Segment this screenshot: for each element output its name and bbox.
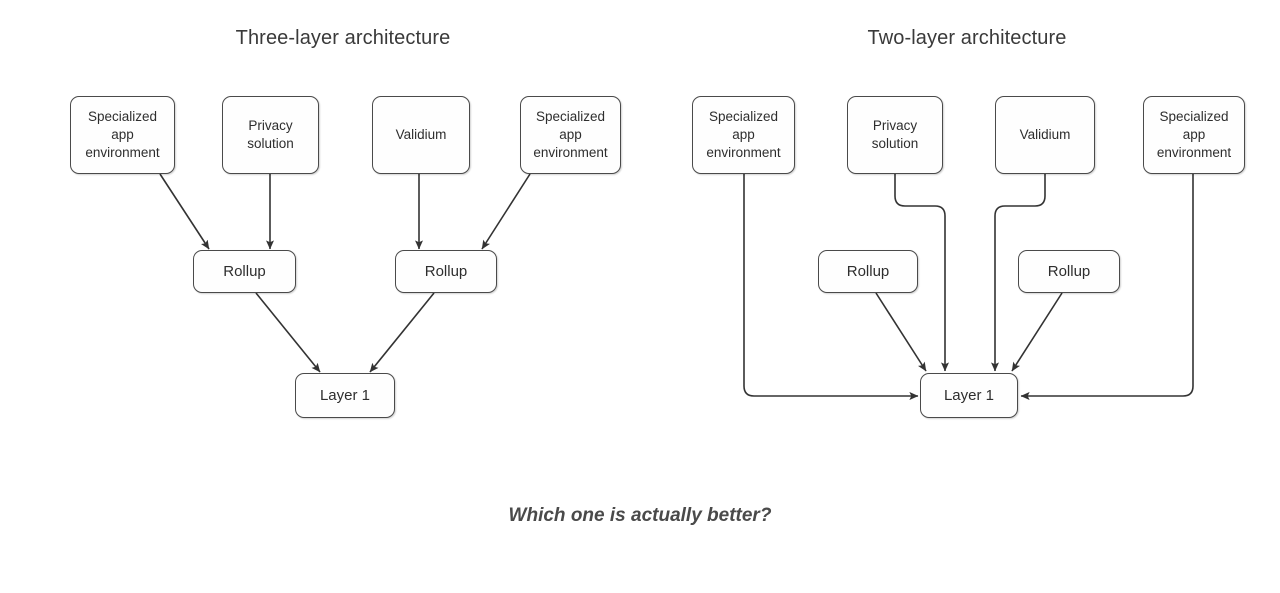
node-specialized-app-environment-3[interactable]: Specialized app environment [692, 96, 795, 174]
node-label-line2: app [732, 127, 755, 143]
node-label-line2: app [111, 127, 134, 143]
node-specialized-app-environment-2[interactable]: Specialized app environment [520, 96, 621, 174]
node-label: Rollup [846, 262, 890, 280]
node-validium-1[interactable]: Validium [372, 96, 470, 174]
node-rollup-left-2[interactable]: Rollup [818, 250, 918, 293]
node-specialized-app-environment-1[interactable]: Specialized app environment [70, 96, 175, 174]
node-rollup-right-1[interactable]: Rollup [395, 250, 497, 293]
edge-validium2-to-layer1 [991, 174, 1046, 372]
edge-rollup-right-to-layer1 [369, 292, 435, 373]
node-validium-2[interactable]: Validium [995, 96, 1095, 174]
node-label-line1: Specialized [87, 109, 158, 125]
node-layer1-three-layer[interactable]: Layer 1 [295, 373, 395, 418]
node-label: Rollup [424, 262, 468, 280]
node-label-line1: Specialized [708, 109, 779, 125]
node-label: Layer 1 [943, 386, 995, 404]
node-label-line2: app [559, 127, 582, 143]
edge-rollup-left2-to-layer1 [875, 292, 927, 372]
edge-sae4-to-layer1 [1020, 174, 1194, 400]
node-label-line1: Privacy [872, 118, 918, 134]
node-label: Rollup [223, 262, 266, 280]
node-privacy-solution-1[interactable]: Privacy solution [222, 96, 319, 174]
edge-rollup-left-to-layer1 [255, 292, 321, 373]
edge-sae3-to-layer1 [743, 174, 919, 400]
node-label: Rollup [1047, 262, 1091, 280]
node-label-line1: Validium [1019, 127, 1071, 143]
node-privacy-solution-2[interactable]: Privacy solution [847, 96, 943, 174]
node-layer1-two-layer[interactable]: Layer 1 [920, 373, 1018, 418]
node-label-line3: environment [85, 144, 160, 160]
panel-title-two-layer: Two-layer architecture [867, 27, 1067, 49]
node-rollup-left-1[interactable]: Rollup [193, 250, 296, 293]
node-label-line1: Specialized [1159, 109, 1229, 125]
node-label-line3: environment [1156, 144, 1232, 160]
panel-title-three-layer: Three-layer architecture [235, 27, 451, 49]
node-label-line2: app [1182, 127, 1206, 143]
figure-caption: Which one is actually better? [508, 505, 772, 526]
node-label: Layer 1 [319, 386, 371, 404]
edge-sae2-to-rollup-right [481, 173, 531, 250]
node-specialized-app-environment-4[interactable]: Specialized app environment [1143, 96, 1245, 174]
node-label-line1: Validium [395, 127, 447, 143]
node-label-line1: Privacy [248, 118, 293, 134]
node-label-line3: environment [706, 144, 781, 160]
node-label-line2: solution [871, 136, 919, 151]
edge-sae1-to-rollup-left [159, 173, 210, 250]
node-label-line1: Specialized [535, 109, 606, 125]
edge-rollup-right2-to-layer1 [1011, 292, 1063, 372]
node-label-line3: environment [533, 144, 608, 160]
node-label-line2: solution [247, 136, 294, 151]
edge-privacy2-to-layer1 [894, 174, 949, 372]
node-rollup-right-2[interactable]: Rollup [1018, 250, 1120, 293]
